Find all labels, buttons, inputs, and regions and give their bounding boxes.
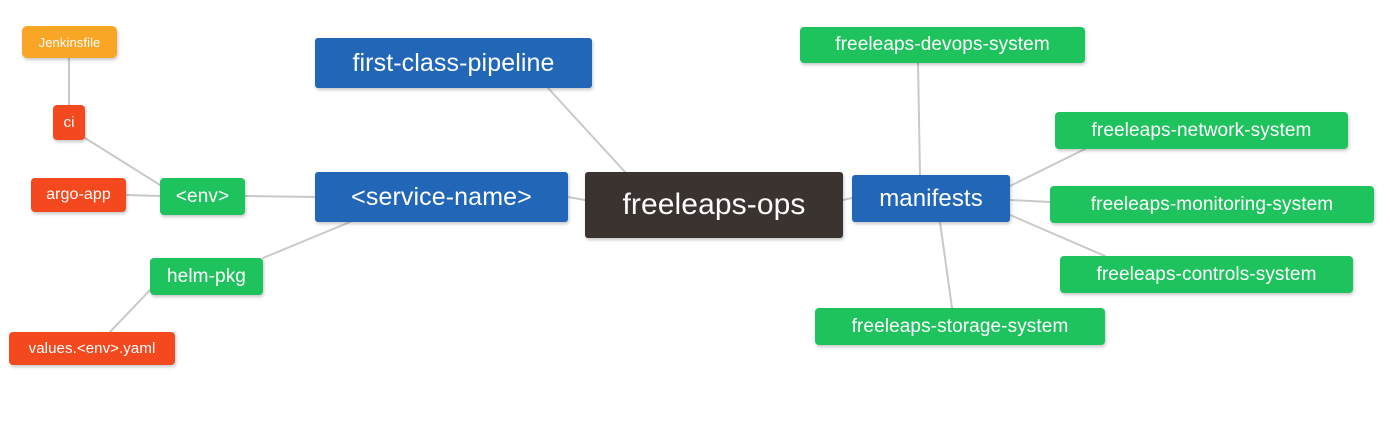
node-label: Jenkinsfile — [38, 34, 101, 50]
node-label: manifests — [879, 184, 983, 212]
node-root[interactable]: freeleaps-ops — [585, 172, 843, 238]
node-values[interactable]: values.<env>.yaml — [9, 332, 175, 365]
node-storage[interactable]: freeleaps-storage-system — [815, 308, 1105, 345]
node-manifests[interactable]: manifests — [852, 175, 1010, 222]
node-label: values.<env>.yaml — [28, 340, 156, 357]
node-label: freeleaps-ops — [622, 188, 806, 221]
edge-env-to-ci — [84, 137, 161, 186]
edge-service-to-env — [244, 195, 316, 198]
node-label: helm-pkg — [167, 265, 246, 287]
edge-manifests-to-network — [1009, 148, 1086, 187]
edge-env-to-argo — [125, 194, 161, 197]
node-label: freeleaps-devops-system — [835, 34, 1050, 55]
edge-helm-to-values — [109, 289, 151, 333]
node-env[interactable]: <env> — [160, 178, 245, 215]
node-argo[interactable]: argo-app — [31, 178, 126, 212]
node-label: freeleaps-network-system — [1091, 119, 1312, 141]
node-ci[interactable]: ci — [53, 105, 85, 140]
edge-manifests-to-devops — [917, 62, 921, 176]
node-devops[interactable]: freeleaps-devops-system — [800, 27, 1085, 63]
edge-root-to-pipeline — [547, 87, 626, 173]
node-label: argo-app — [46, 186, 111, 203]
node-service[interactable]: <service-name> — [315, 172, 568, 222]
node-label: freeleaps-controls-system — [1096, 263, 1317, 285]
node-label: first-class-pipeline — [352, 48, 555, 77]
node-jenkins[interactable]: Jenkinsfile — [22, 26, 117, 58]
node-controls[interactable]: freeleaps-controls-system — [1060, 256, 1353, 293]
edge-manifests-to-monitoring — [1009, 199, 1051, 203]
edge-manifests-to-controls — [1009, 214, 1106, 257]
node-helm[interactable]: helm-pkg — [150, 258, 263, 295]
edge-manifests-to-storage — [939, 221, 953, 309]
edge-service-to-helm — [262, 221, 351, 259]
edge-root-to-manifests — [842, 197, 853, 201]
node-label: freeleaps-monitoring-system — [1090, 193, 1334, 215]
node-pipeline[interactable]: first-class-pipeline — [315, 38, 592, 88]
edge-root-to-service — [567, 196, 586, 201]
node-label: freeleaps-storage-system — [851, 315, 1069, 337]
node-network[interactable]: freeleaps-network-system — [1055, 112, 1348, 149]
node-label: <env> — [175, 185, 230, 207]
node-monitoring[interactable]: freeleaps-monitoring-system — [1050, 186, 1374, 223]
node-label: ci — [63, 114, 75, 131]
node-label: <service-name> — [351, 182, 532, 211]
